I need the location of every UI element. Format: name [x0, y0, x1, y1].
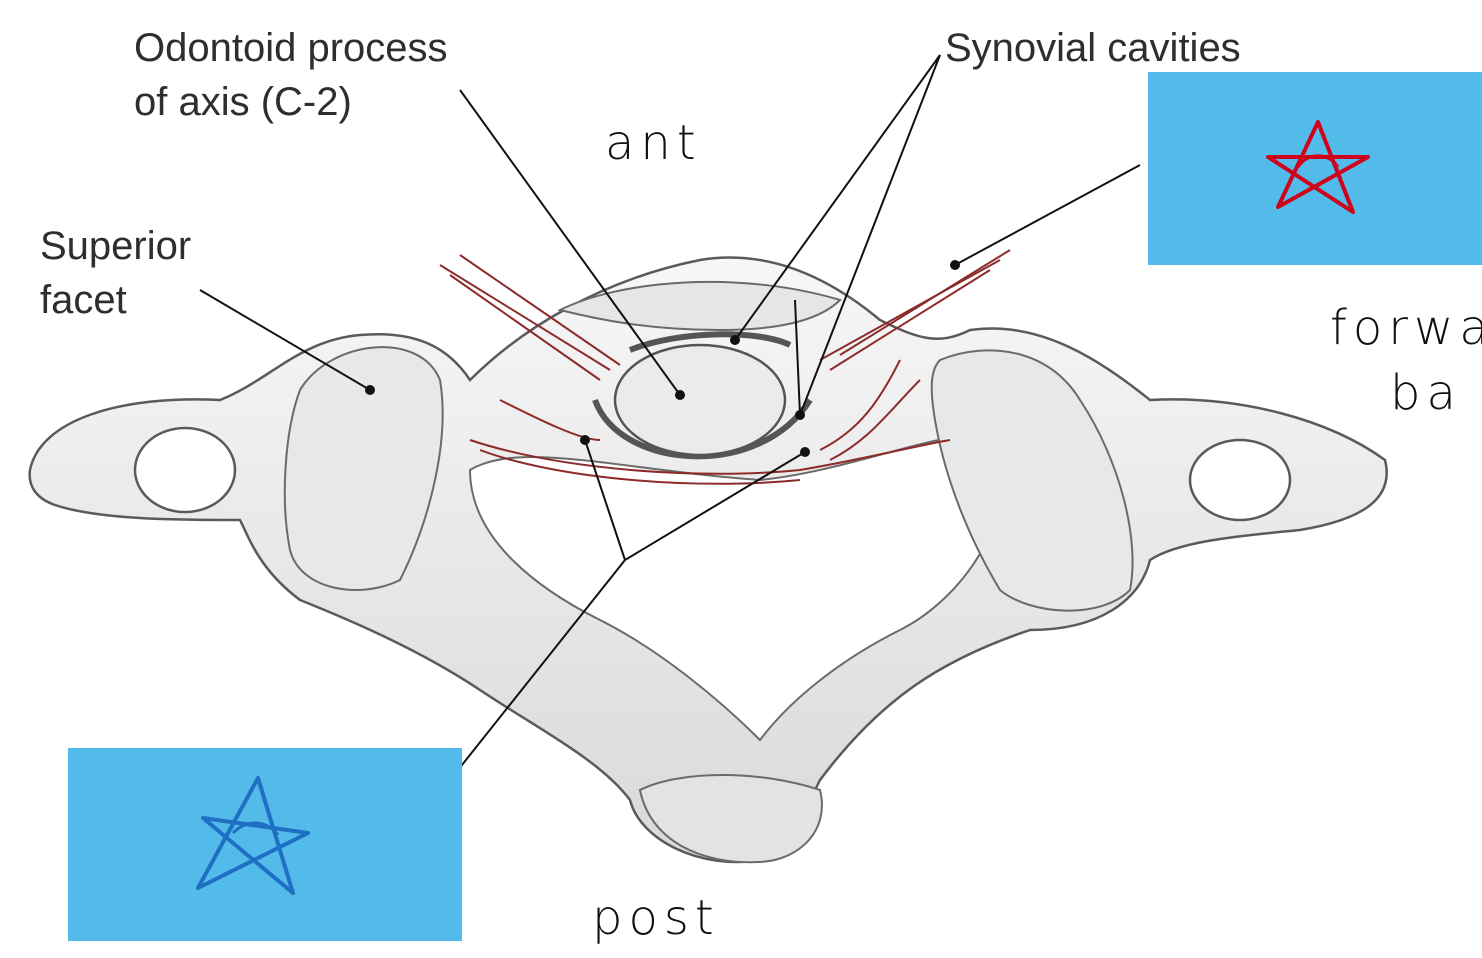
label-superior-line1: Superior	[40, 224, 192, 268]
anterior-arch	[557, 280, 842, 332]
synovial-cavity-anterior	[628, 331, 792, 353]
superior-facet-left	[283, 346, 444, 591]
label-odontoid-line1: Odontoid process	[134, 26, 448, 70]
vertebral-foramen	[468, 434, 1005, 742]
posterior-tubercle	[638, 774, 823, 864]
label-superior-line2: facet	[40, 278, 127, 322]
cover-box-left	[68, 748, 462, 941]
label-odontoid-line2: of axis (C-2)	[134, 80, 352, 124]
red-star-icon	[1266, 120, 1370, 214]
superior-facet-right	[930, 349, 1134, 612]
label-synovial-cavities: Synovial cavities	[945, 26, 1241, 70]
handwritten-ant: ant	[605, 115, 702, 171]
leader-dots	[365, 260, 960, 457]
ligament-fibers	[439, 249, 1011, 485]
blue-star-icon	[196, 776, 310, 895]
leader-lines	[199, 54, 1141, 781]
handwritten-forward: forwa	[1330, 300, 1482, 356]
cover-box-right	[1148, 72, 1482, 265]
transverse-foramen-right	[1188, 438, 1292, 522]
transverse-foramen-left	[133, 426, 237, 514]
handwritten-back: ba	[1390, 365, 1462, 421]
synovial-cavity-posterior	[592, 398, 813, 460]
odontoid-process	[613, 343, 787, 457]
handwritten-post: post	[592, 890, 720, 946]
